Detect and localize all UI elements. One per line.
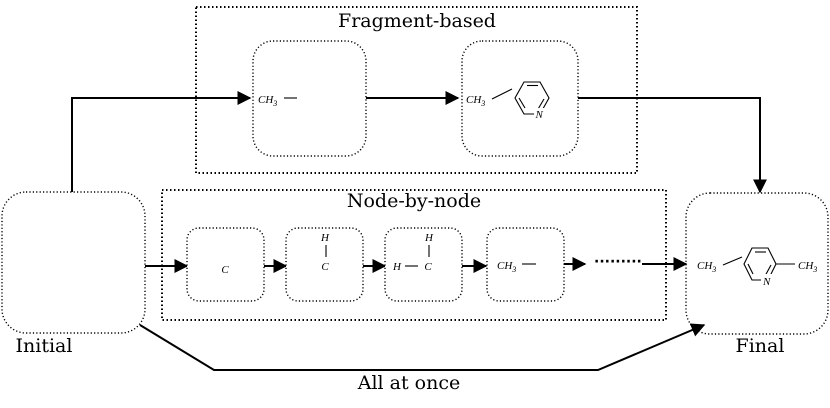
methyl-label: CH3 — [466, 94, 485, 108]
carbon-label: C — [221, 264, 229, 276]
node-step-1: C — [186, 227, 265, 302]
node-step-3-card[interactable] — [384, 227, 463, 302]
ellipsis: ········· — [594, 254, 642, 270]
node-step-2: H C — [285, 227, 364, 302]
fragment-step-2: CH3 N — [461, 40, 579, 157]
fragment-based-frame — [195, 6, 638, 174]
fragment-step-2-card[interactable] — [461, 40, 579, 157]
fragment-step-1-card[interactable] — [252, 40, 367, 157]
node-by-node-section: Node-by-node — [161, 189, 667, 321]
all-at-once-path: All at once — [139, 323, 706, 394]
node-by-node-title: Node-by-node — [347, 190, 481, 212]
node-by-node-frame — [161, 189, 667, 321]
final-molecule: CH3 N CH3 — [697, 247, 817, 288]
node-step-2-card[interactable] — [285, 227, 364, 302]
initial-label: Initial — [16, 335, 73, 357]
nitrogen-label: N — [535, 109, 544, 121]
node-step-3: H H C — [384, 227, 463, 302]
nitrogen-label: N — [762, 276, 771, 288]
final-label: Final — [736, 335, 785, 357]
hydrogen-label: H — [320, 232, 330, 244]
fragment-step-1: CH3 — [252, 40, 367, 157]
carbon-label: C — [424, 261, 432, 273]
fragment-based-title: Fragment-based — [338, 10, 496, 32]
methyl-label: CH3 — [258, 94, 277, 108]
methyl-label: CH3 — [697, 260, 716, 274]
initial-state-card[interactable] — [1, 191, 146, 334]
node-step-1-card[interactable] — [186, 227, 265, 302]
carbon-label: C — [321, 261, 329, 273]
methyl-label: CH3 — [798, 260, 817, 274]
hydrogen-label: H — [424, 232, 434, 244]
node-step-4: CH3 — [486, 227, 565, 302]
arrow-initial-to-fragment — [71, 91, 252, 192]
pyridine-ring-icon: N — [514, 81, 550, 121]
final-state-card[interactable] — [685, 192, 829, 335]
pyridine-ring-icon: N — [743, 247, 777, 288]
fragment-based-section: Fragment-based — [195, 6, 638, 174]
hydrogen-label: H — [392, 261, 402, 273]
arrow-fragment-to-final — [578, 97, 767, 194]
all-at-once-label: All at once — [357, 372, 460, 394]
methyl-label: CH3 — [497, 260, 516, 274]
